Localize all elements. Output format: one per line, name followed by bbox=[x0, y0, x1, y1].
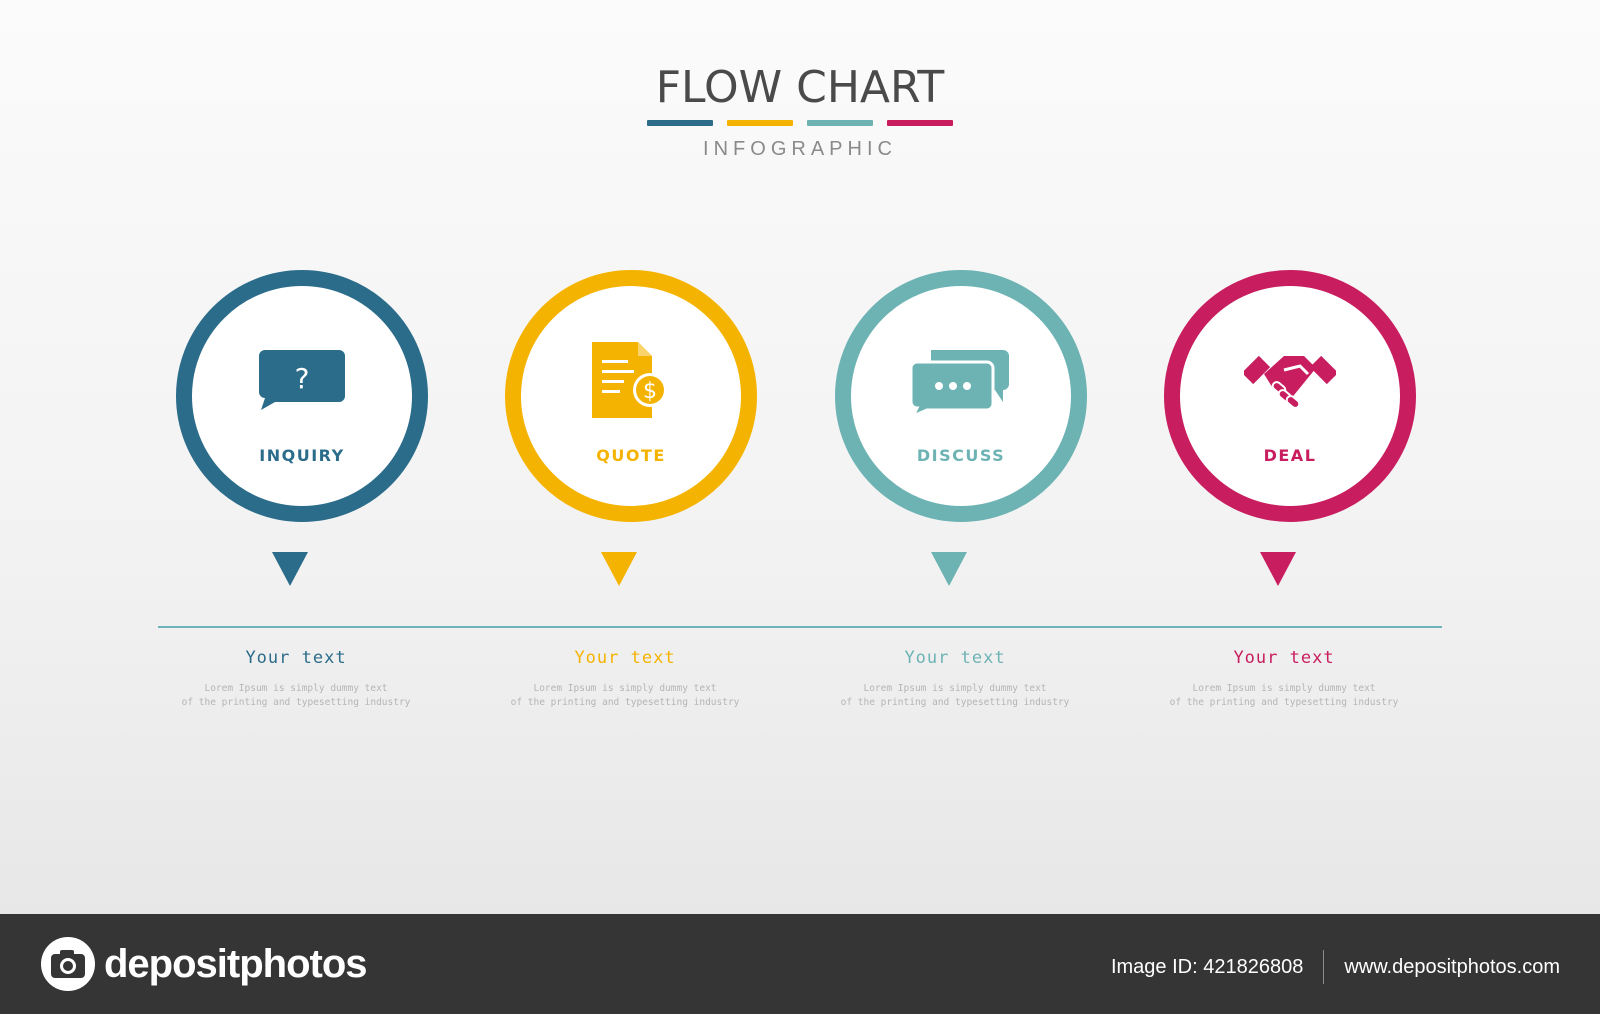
step-ring: DISCUSS bbox=[835, 270, 1087, 522]
step-label: DEAL bbox=[1263, 446, 1317, 465]
step-ring: $ QUOTE bbox=[505, 270, 757, 522]
caption-line: Lorem Ipsum is simply dummy text bbox=[863, 683, 1047, 694]
caption-line: Lorem Ipsum is simply dummy text bbox=[204, 683, 388, 694]
website-link[interactable]: www.depositphotos.com bbox=[1344, 955, 1560, 978]
footer-bar: depositphotos Image ID: 421826808 www.de… bbox=[0, 914, 1600, 1014]
caption-desc: Lorem Ipsum is simply dummy text of the … bbox=[166, 682, 426, 710]
caption-discuss: Your text Lorem Ipsum is simply dummy te… bbox=[825, 648, 1085, 710]
caption-line: of the printing and typesetting industry bbox=[1169, 697, 1399, 708]
meta-divider bbox=[1323, 950, 1325, 984]
caption-title: Your text bbox=[245, 648, 347, 668]
caption-line: of the printing and typesetting industry bbox=[181, 697, 411, 708]
svg-text:$: $ bbox=[643, 379, 657, 404]
color-bar-4 bbox=[887, 120, 953, 126]
caption-title: Your text bbox=[574, 648, 676, 668]
step-pointer bbox=[272, 552, 308, 586]
image-id: Image ID: 421826808 bbox=[1110, 955, 1304, 978]
caption-desc: Lorem Ipsum is simply dummy text of the … bbox=[1154, 682, 1414, 710]
invoice-dollar-icon: $ bbox=[590, 342, 672, 424]
title-block: FLOW CHART INFOGRAPHIC bbox=[0, 60, 1600, 161]
title-color-bars bbox=[0, 120, 1600, 126]
color-bar-2 bbox=[727, 120, 793, 126]
chat-bubbles-icon bbox=[909, 348, 1013, 422]
timeline-line bbox=[158, 626, 1442, 628]
caption-line: Lorem Ipsum is simply dummy text bbox=[533, 683, 717, 694]
caption-line: of the printing and typesetting industry bbox=[840, 697, 1070, 708]
step-label: QUOTE bbox=[596, 446, 666, 465]
step-pointer bbox=[601, 552, 637, 586]
color-bar-1 bbox=[647, 120, 713, 126]
step-label: INQUIRY bbox=[259, 446, 345, 465]
step-ring: DEAL bbox=[1164, 270, 1416, 522]
caption-title: Your text bbox=[904, 648, 1006, 668]
caption-title: Your text bbox=[1233, 648, 1335, 668]
footer-meta: Image ID: 421826808 www.depositphotos.co… bbox=[1111, 950, 1560, 984]
page-title: FLOW CHART bbox=[655, 62, 945, 113]
caption-line: of the printing and typesetting industry bbox=[510, 697, 740, 708]
caption-desc: Lorem Ipsum is simply dummy text of the … bbox=[495, 682, 755, 710]
question-chat-icon: ? bbox=[257, 348, 347, 414]
handshake-icon bbox=[1241, 348, 1339, 422]
brand-name: depositphotos bbox=[104, 941, 368, 986]
caption-desc: Lorem Ipsum is simply dummy text of the … bbox=[825, 682, 1085, 710]
page-subtitle: INFOGRAPHIC bbox=[703, 138, 897, 160]
step-pointer bbox=[1260, 552, 1296, 586]
svg-text:?: ? bbox=[295, 362, 310, 395]
caption-line: Lorem Ipsum is simply dummy text bbox=[1192, 683, 1376, 694]
step-pointer bbox=[931, 552, 967, 586]
color-bar-3 bbox=[807, 120, 873, 126]
step-ring: ? INQUIRY bbox=[176, 270, 428, 522]
caption-quote: Your text Lorem Ipsum is simply dummy te… bbox=[495, 648, 755, 710]
caption-inquiry: Your text Lorem Ipsum is simply dummy te… bbox=[166, 648, 426, 710]
caption-deal: Your text Lorem Ipsum is simply dummy te… bbox=[1154, 648, 1414, 710]
camera-logo-icon bbox=[40, 936, 96, 992]
brand-link[interactable]: depositphotos bbox=[40, 936, 368, 992]
step-label: DISCUSS bbox=[916, 446, 1006, 465]
